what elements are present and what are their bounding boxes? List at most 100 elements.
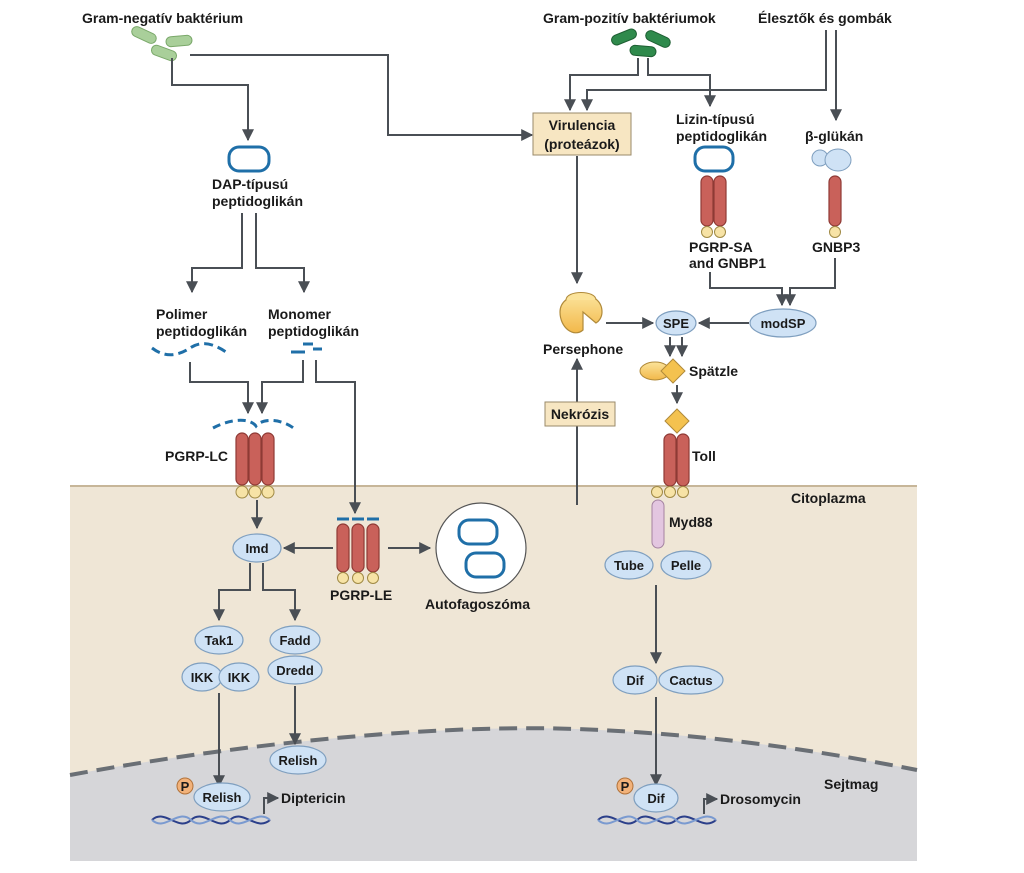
dna-drosomycin-icon — [597, 815, 717, 825]
relish-cyto-node: Relish — [269, 745, 327, 775]
svg-text:Tube: Tube — [614, 558, 644, 573]
svg-text:Dredd: Dredd — [276, 663, 314, 678]
dap-pg-label-1: DAP-típusú — [212, 176, 288, 192]
drosomycin-label: Drosomycin — [720, 791, 801, 807]
arrow-grampos-to-lys-pg — [647, 58, 716, 108]
cactus-node: Cactus — [658, 665, 724, 695]
svg-text:Cactus: Cactus — [669, 673, 712, 688]
arrow-imd-to-tak1 — [213, 563, 251, 622]
phospho-badge-relish: P — [176, 777, 194, 795]
arrow-yeast-to-virulence — [581, 30, 827, 112]
virulence-box: Virulencia (proteázok) — [532, 112, 632, 156]
lys-pg-label-1: Lizin-típusú — [676, 111, 755, 127]
svg-text:Imd: Imd — [245, 541, 268, 556]
nucleus-label: Sejtmag — [824, 776, 878, 792]
cytoplasm-label: Citoplazma — [791, 490, 866, 506]
arrow-dif-to-drosomycin — [703, 793, 719, 814]
arrow-relish-to-diptericin — [263, 792, 280, 814]
arrow-monomer-to-pgrple — [315, 360, 361, 515]
svg-text:Dif: Dif — [626, 673, 644, 688]
pgrp-sa-label-1: PGRP-SA — [689, 239, 753, 255]
svg-text:Pelle: Pelle — [671, 558, 701, 573]
gram-negative-bacteria-icon — [131, 26, 193, 62]
pgrp-lc-receptor — [235, 432, 275, 499]
monomer-label-2: peptidoglikán — [268, 323, 359, 339]
toll-label: Toll — [692, 448, 716, 464]
lys-peptidoglycan-icon — [693, 145, 735, 173]
arrow-gramneg-to-dap — [171, 58, 254, 142]
modsp-node: modSP — [749, 308, 817, 338]
autophagosome-label: Autofagoszóma — [425, 596, 530, 612]
imd-node: Imd — [232, 533, 282, 563]
arrow-grampos-to-virulence — [564, 58, 639, 112]
dna-diptericin-icon — [151, 815, 271, 825]
yeast-fungi-label: Élesztők és gombák — [758, 10, 892, 26]
spatzle-bound-icon — [664, 408, 690, 434]
lys-pg-label-2: peptidoglikán — [676, 128, 767, 144]
ikk-node-a: IKK — [181, 662, 223, 692]
arrow-polymer-to-pgrplc — [189, 362, 254, 415]
pgrp-le-receptor — [336, 517, 380, 584]
arrow-imd-to-fadd — [262, 563, 301, 622]
svg-text:Tak1: Tak1 — [205, 633, 234, 648]
beta-glucan-label: β-glükán — [805, 128, 863, 144]
necrosis-box: Nekrózis — [544, 401, 616, 427]
svg-text:SPE: SPE — [663, 316, 689, 331]
persephone-icon — [559, 292, 603, 334]
pelle-node: Pelle — [660, 550, 712, 580]
svg-text:modSP: modSP — [761, 316, 806, 331]
svg-text:Virulencia: Virulencia — [549, 117, 616, 133]
arrow-pgrpsa-to-modsp — [709, 272, 788, 307]
ikk-node-b: IKK — [218, 662, 260, 692]
spatzle-label: Spätzle — [689, 363, 738, 379]
polymer-label-1: Polimer — [156, 306, 208, 322]
dredd-node: Dredd — [267, 655, 323, 685]
myd88-label: Myd88 — [669, 514, 713, 530]
beta-glucan-icon — [811, 148, 852, 172]
fadd-node: Fadd — [269, 625, 321, 655]
diptericin-label: Diptericin — [281, 790, 346, 806]
pgrp-lc-bound-pg-icon — [212, 418, 297, 432]
persephone-label: Persephone — [543, 341, 623, 357]
svg-text:Dif: Dif — [647, 791, 665, 806]
svg-text:P: P — [181, 779, 190, 794]
svg-text:IKK: IKK — [228, 670, 251, 685]
dif-node: Dif — [612, 665, 658, 695]
spe-node: SPE — [655, 310, 697, 336]
svg-text:Relish: Relish — [202, 790, 241, 805]
monomer-peptidoglycan-icon — [291, 342, 322, 354]
gram-positive-bacteria-icon — [611, 28, 671, 58]
arrow-monomer-to-pgrplc — [256, 360, 304, 415]
polymer-peptidoglycan-icon — [151, 342, 227, 357]
myd88-icon — [651, 499, 665, 549]
monomer-label-1: Monomer — [268, 306, 332, 322]
gnbp3-label: GNBP3 — [812, 239, 860, 255]
arrow-dap-to-monomer — [255, 213, 310, 294]
pgrp-le-label: PGRP-LE — [330, 587, 392, 603]
dap-pg-label-2: peptidoglikán — [212, 193, 303, 209]
phospho-badge-dif: P — [616, 777, 634, 795]
svg-text:(proteázok): (proteázok) — [544, 136, 619, 152]
svg-text:P: P — [621, 779, 630, 794]
svg-text:Fadd: Fadd — [279, 633, 310, 648]
tak1-node: Tak1 — [194, 625, 244, 655]
svg-text:Nekrózis: Nekrózis — [551, 406, 610, 422]
dif-nuc-node: Dif — [633, 783, 679, 813]
spatzle-icon — [639, 358, 686, 384]
gram-positive-label: Gram-pozitív baktériumok — [543, 10, 716, 26]
polymer-label-2: peptidoglikán — [156, 323, 247, 339]
dap-peptidoglycan-icon — [227, 145, 271, 173]
pgrp-lc-label: PGRP-LC — [165, 448, 228, 464]
pgrp-sa-receptor — [700, 175, 727, 238]
autophagosome-icon — [435, 502, 527, 594]
gram-negative-label: Gram-negatív baktérium — [82, 10, 243, 26]
arrow-dap-to-polymer — [186, 213, 243, 294]
gnbp3-receptor — [828, 175, 842, 238]
nuclear-envelope — [69, 726, 918, 777]
arrow-gnbp3-to-modsp — [784, 258, 836, 307]
pgrp-sa-label-2: and GNBP1 — [689, 255, 766, 271]
svg-text:Relish: Relish — [278, 753, 317, 768]
relish-nuc-node: Relish — [193, 782, 251, 812]
arrow-gramneg-to-virulence — [190, 54, 534, 141]
